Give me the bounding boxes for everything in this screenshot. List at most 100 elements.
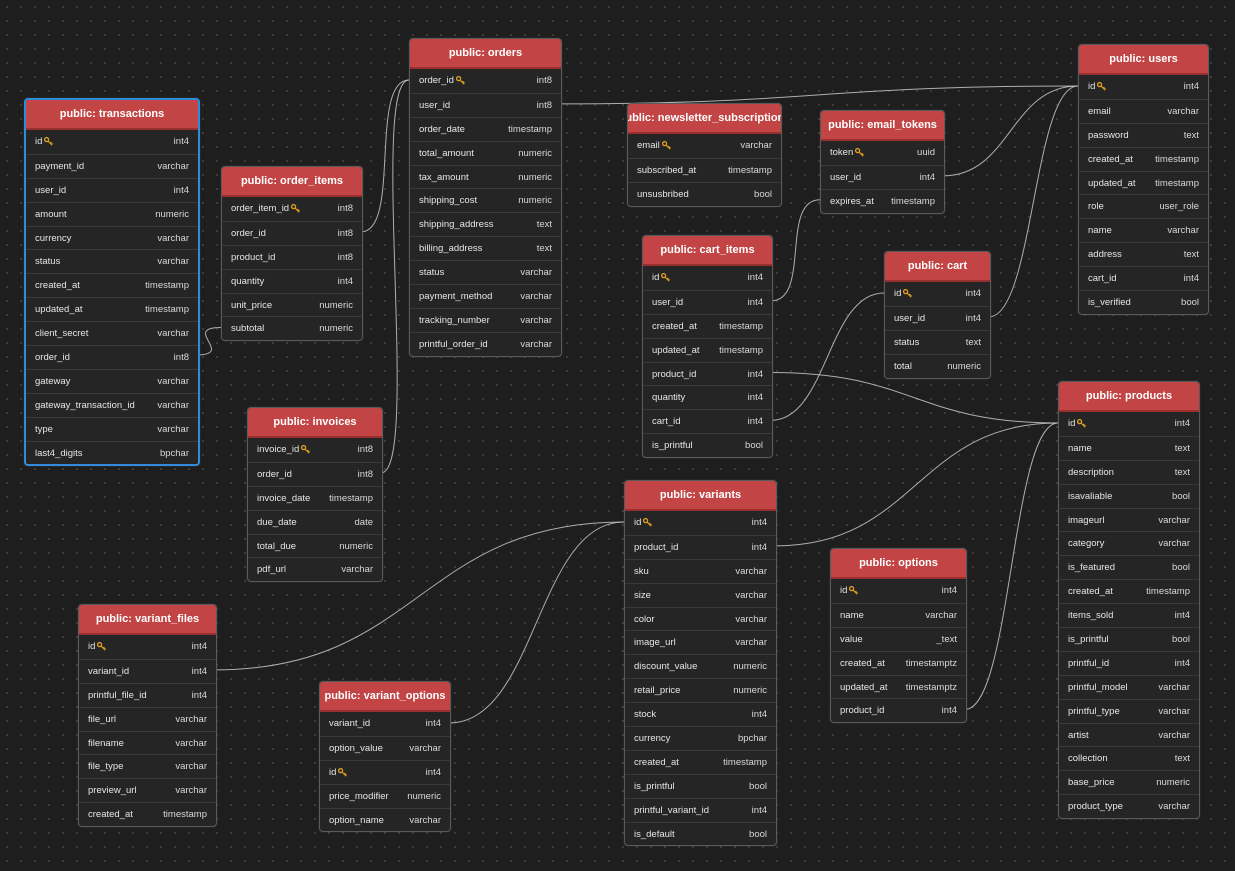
table-header[interactable]: public: options	[831, 549, 966, 579]
table-header[interactable]: public: cart	[885, 252, 990, 282]
table-header[interactable]: public: products	[1059, 382, 1199, 412]
table-header[interactable]: public: invoices	[248, 408, 382, 438]
table-header[interactable]: public: transactions	[26, 100, 198, 130]
table-header[interactable]: public: variants	[625, 481, 776, 511]
column-row[interactable]: value_text	[831, 626, 966, 651]
table-header[interactable]: public: cart_items	[643, 236, 772, 266]
table-header[interactable]: public: email_tokens	[821, 111, 944, 141]
table-header[interactable]: public: orders	[410, 39, 561, 69]
